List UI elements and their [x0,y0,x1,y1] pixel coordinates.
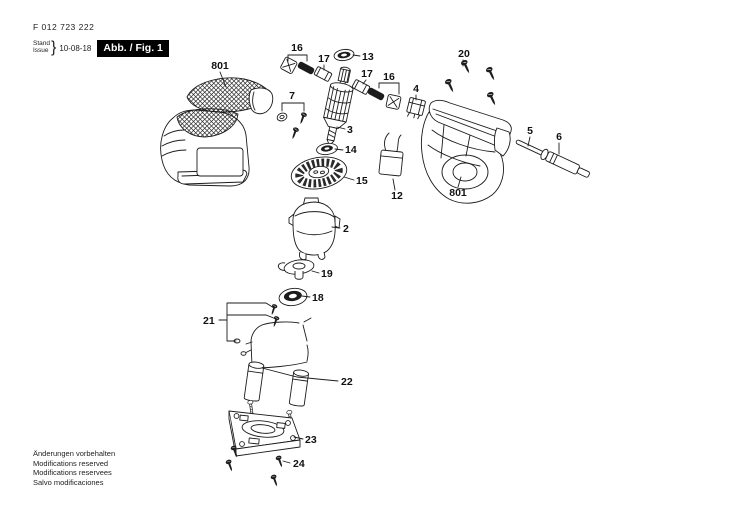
label-bearing-lower: 18 [312,292,324,304]
part-brush-cap-left [280,56,298,74]
label-stator: 2 [343,223,349,235]
label-switch: 4 [413,83,419,95]
label-carbon-brush-left: 16 [291,42,303,54]
part-carbon-brush-right [367,87,385,101]
label-cable-sleeve: 6 [556,131,562,143]
part-bearing-mid [316,142,338,156]
label-carbon-brush-right: 16 [383,71,395,83]
part-switch [406,97,426,120]
label-top-housing: 801 [211,60,229,72]
part-number: F 012 723 222 [33,22,95,32]
label-damper-posts: 22 [341,376,353,388]
part-damper-right [288,369,309,407]
part-damper-left [243,361,265,402]
label-plate-screws: 24 [293,458,305,470]
part-stator [288,197,341,261]
label-brush-holder-left: 17 [318,53,330,65]
title-block: F 012 723 222 Stand Issue } 10-08-18 Abb… [33,22,169,57]
label-armature: 3 [347,124,353,136]
label-bearing-mid: 14 [345,144,357,156]
label-screw-set: 7 [289,90,295,102]
revision-labels: Stand Issue [33,40,50,55]
part-top-housing [160,77,274,187]
part-motor-housing [420,99,512,204]
label-brush-holder-right: 17 [361,68,373,80]
part-fan [290,156,348,190]
label-suppressor: 12 [391,190,403,202]
label-cable: 5 [527,125,533,137]
disclaimer-fr: Modifications reservees [33,468,112,478]
label-base-plate: 23 [305,434,317,446]
leader-lines [218,54,560,464]
issue-label: Issue [33,47,49,54]
part-bearing-top [333,48,355,62]
part-labels: 801 16 17 13 17 16 4 20 7 3 14 15 12 801… [203,42,562,470]
part-brush-holder-right [351,79,371,95]
revision-date: 10-08-18 [59,43,92,53]
part-housing-screws [443,58,499,107]
label-wire-clamp-set: 21 [203,315,215,327]
figure-label: Abb. / Fig. 1 [97,39,169,57]
part-eccentric [277,259,315,280]
stand-label: Stand [33,40,50,48]
part-suppressor [378,132,404,177]
part-armature [323,66,354,147]
part-carbon-brush-left [297,61,315,75]
part-cable-assembly [515,139,590,178]
part-brush-cap-right [385,94,402,110]
label-motor-housing: 801 [449,187,467,199]
part-bearing-lower [278,287,308,307]
part-frame-screws [233,303,281,344]
label-eccentric: 19 [321,268,333,280]
label-fan: 15 [356,175,368,187]
disclaimer-en: Modifications reserved [33,458,109,468]
revision-row: Stand Issue } 10-08-18 Abb. / Fig. 1 [33,39,169,57]
brace-glyph: } [51,39,57,56]
part-brush-holder-left [313,66,333,82]
disclaimer-de: Änderungen vorbehalten [33,449,116,458]
part-wire-frame [240,317,312,369]
disclaimer-es: Salvo modificaciones [33,478,104,488]
part-base-plate [228,410,301,457]
part-screw-set [276,111,308,141]
disclaimer-block: Änderungen vorbehalten Modifications res… [33,449,115,488]
label-housing-screws: 20 [458,48,470,60]
label-bearing-top: 13 [362,51,374,63]
